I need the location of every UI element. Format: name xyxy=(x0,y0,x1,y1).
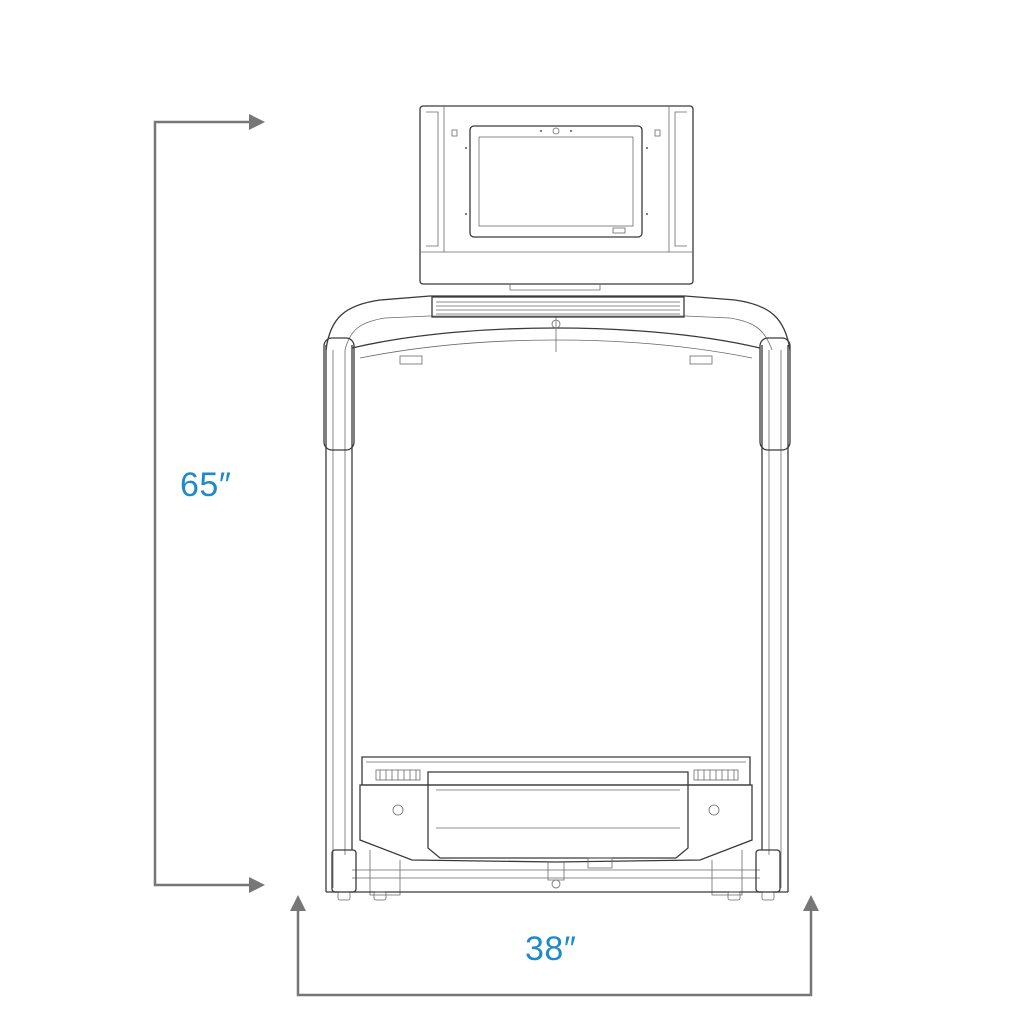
right-upright xyxy=(759,337,791,892)
console-screen xyxy=(419,105,694,291)
left-wheel xyxy=(331,849,387,901)
left-upright xyxy=(323,337,355,892)
right-wheel xyxy=(727,849,781,901)
width-dimension-arrow xyxy=(290,895,819,997)
height-dimension-label: 65″ xyxy=(180,466,232,504)
width-dimension-label: 38″ xyxy=(525,930,577,968)
handlebar-crossbar xyxy=(325,295,791,365)
height-dimension-arrow xyxy=(153,114,265,893)
treadmill-deck xyxy=(326,756,788,896)
